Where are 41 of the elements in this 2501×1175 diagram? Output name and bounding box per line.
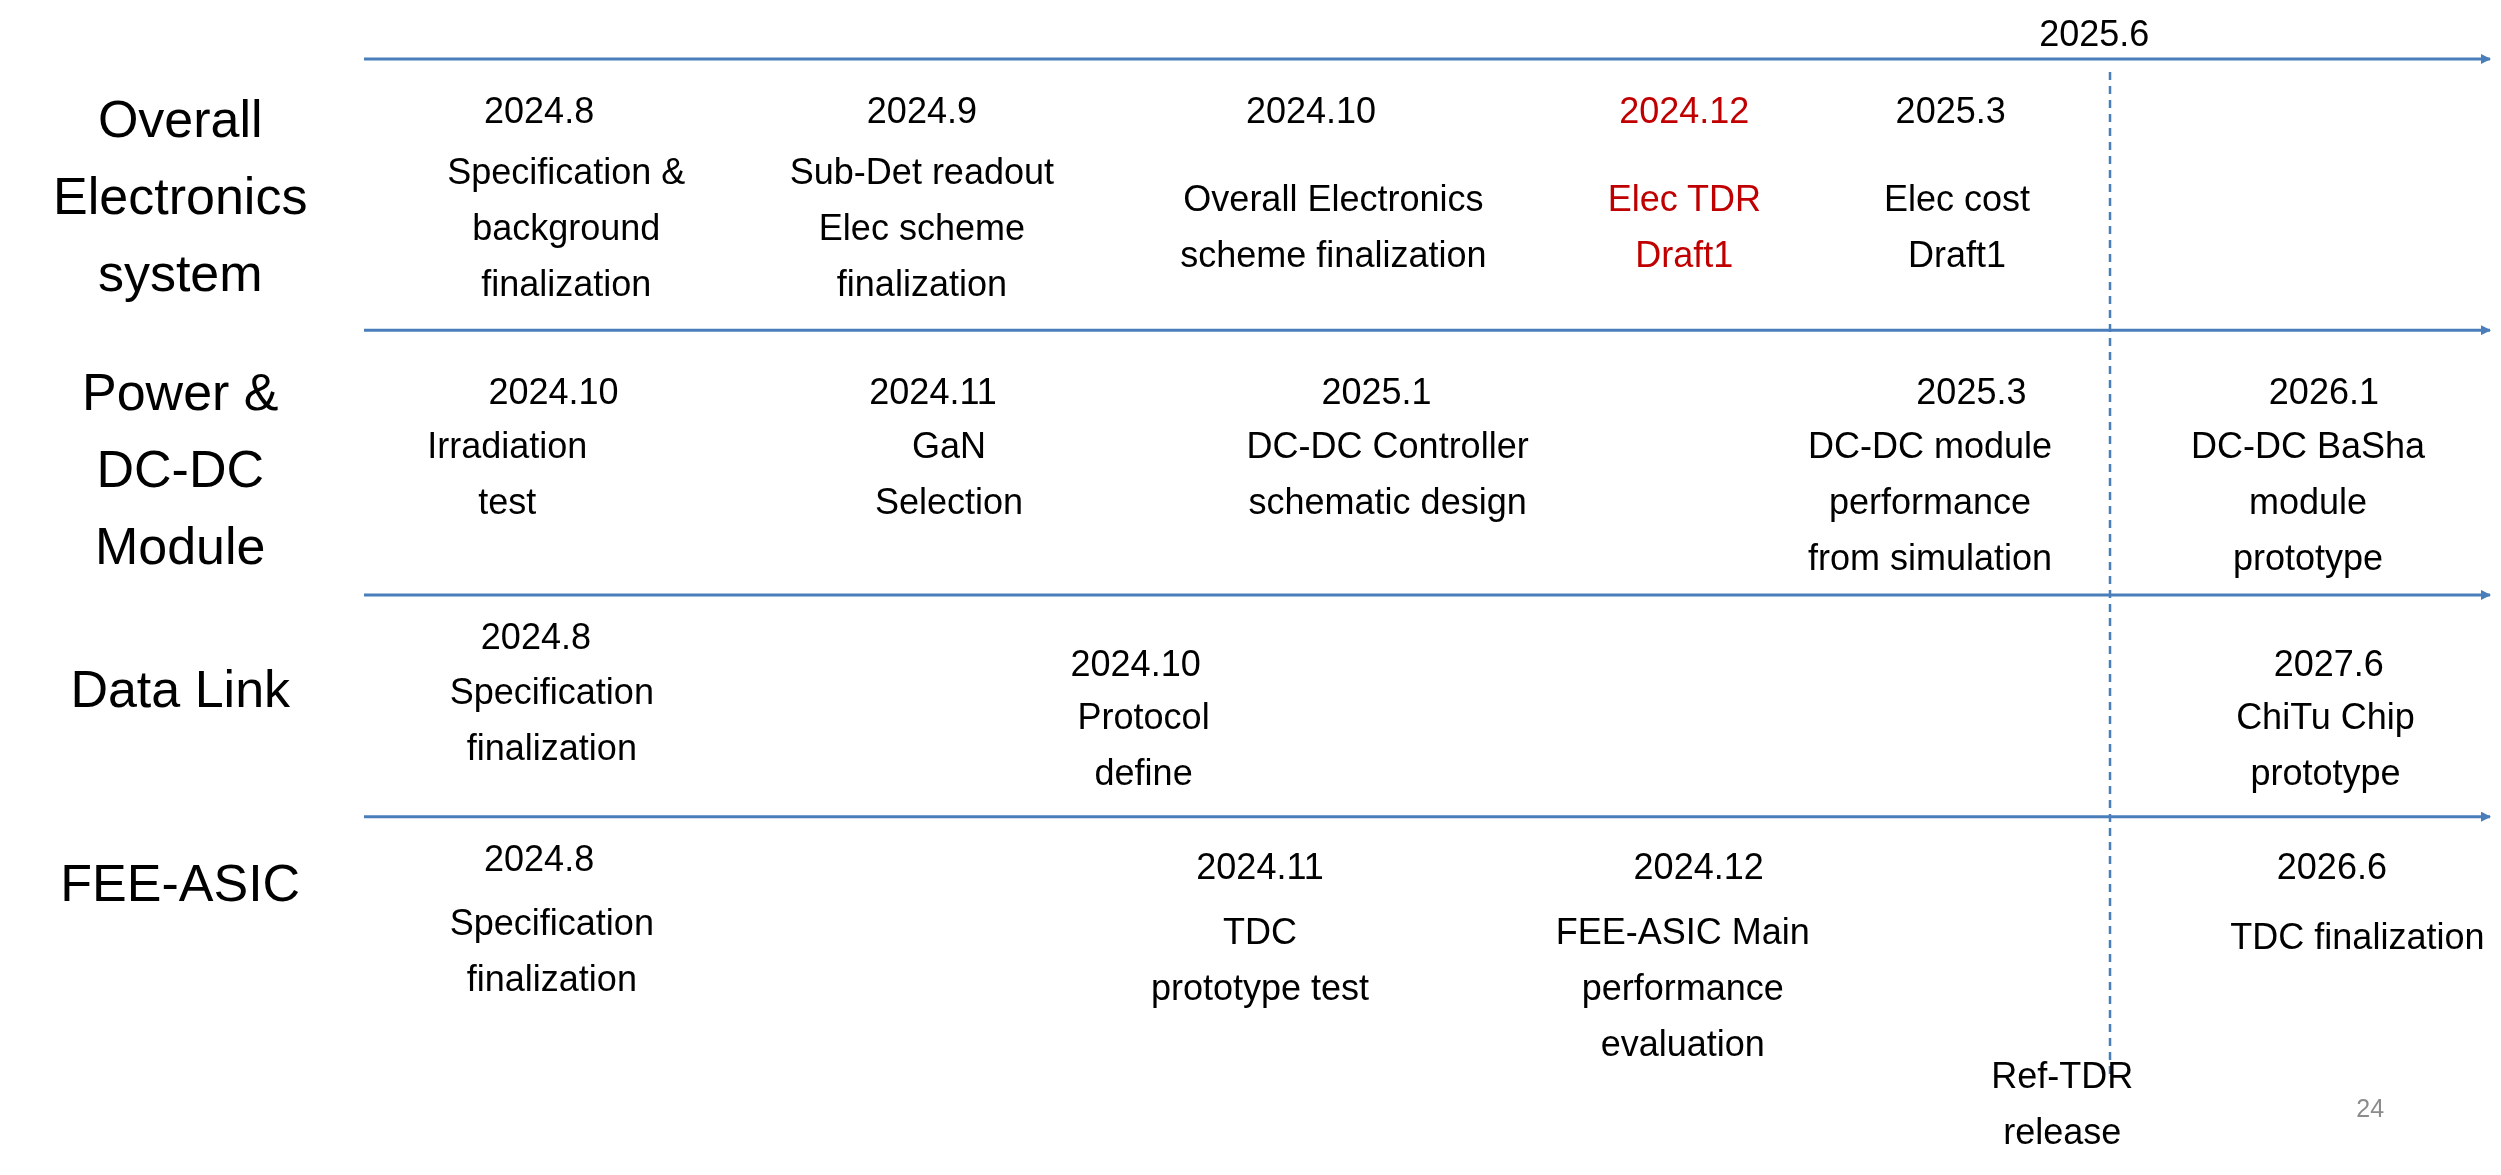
milestone-description: TDC finalization (2229, 915, 2486, 960)
milestone-date: 2024.8 (483, 837, 596, 881)
milestone-description: FEE-ASIC Main performance evaluation (1554, 910, 1811, 1067)
milestone-date: 2024.12 (1618, 88, 1751, 133)
milestone-description: DC-DC BaSha module prototype (2189, 423, 2426, 580)
milestone-date: 2026.1 (2267, 369, 2380, 414)
milestone-date: 2025.6 (2038, 12, 2151, 57)
milestone-date: 2024.10 (1245, 88, 1378, 133)
milestone-date: 2025.1 (1320, 369, 1433, 414)
milestone-date: 2024.8 (479, 615, 592, 660)
milestone-description: Specification finalization (448, 669, 655, 770)
milestone-description: Protocol define (1076, 695, 1211, 796)
milestone-date: 2025.3 (1894, 88, 2007, 133)
milestone-description: DC-DC module performance from simulation (1806, 423, 2053, 580)
row-label: Overall Electronics system (52, 89, 309, 305)
milestone-description: TDC prototype test (1149, 910, 1371, 1011)
milestone-description: Specification finalization (448, 900, 655, 1001)
row-label: Data Link (69, 658, 292, 720)
milestone-description: Elec TDR Draft1 (1606, 176, 1762, 277)
milestone-description: Sub-Det readout Elec scheme finalization (788, 149, 1055, 306)
milestone-description: Specification & background finalization (446, 149, 687, 306)
milestone-description: DC-DC Controller schematic design (1245, 423, 1530, 524)
milestone-date: 2024.10 (1069, 642, 1202, 687)
page-number: 24 (2355, 1092, 2386, 1123)
milestone-date: 2024.12 (1632, 844, 1765, 889)
milestone-date: 2027.6 (2272, 642, 2385, 687)
milestone-date: 2024.8 (483, 88, 596, 133)
milestone-date: 2024.11 (1195, 844, 1325, 889)
milestone-description: GaN Selection (873, 423, 1025, 524)
release-note: Ref-TDR release (1990, 1053, 2135, 1154)
milestone-date: 2025.3 (1915, 369, 2028, 414)
milestone-description: ChiTu Chip prototype (2235, 695, 2416, 796)
row-label: FEE-ASIC (59, 853, 302, 915)
milestone-date: 2026.6 (2275, 844, 2388, 889)
row-label: Power & DC-DC Module (80, 362, 280, 578)
milestone-description: Overall Electronics scheme finalization (1179, 176, 1488, 277)
milestone-date: 2024.10 (487, 369, 620, 414)
milestone-date: 2024.11 (868, 369, 998, 414)
milestone-description: Irradiation test (426, 423, 589, 524)
milestone-description: Elec cost Draft1 (1883, 176, 2032, 277)
milestone-date: 2024.9 (865, 88, 978, 133)
